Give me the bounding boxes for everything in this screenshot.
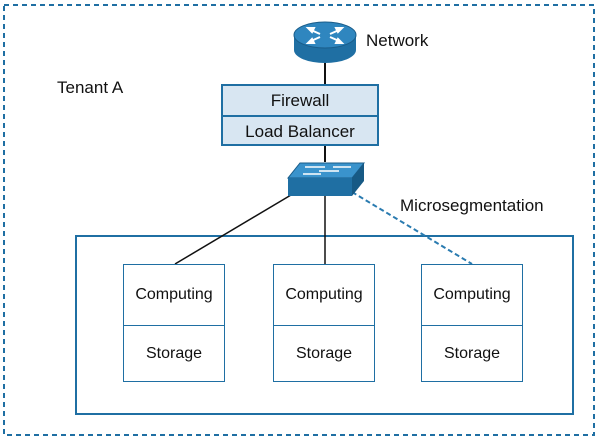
- computing-label: Computing: [135, 286, 213, 303]
- security-stack: Firewall Load Balancer: [221, 84, 379, 146]
- storage-label: Storage: [124, 325, 224, 382]
- switch-icon: [286, 162, 366, 196]
- router-icon: [293, 21, 357, 63]
- computing-label: Computing: [433, 286, 511, 303]
- network-label: Network: [366, 31, 429, 50]
- load-balancer-label: Load Balancer: [223, 115, 377, 146]
- switch-to-node1-link: [174, 194, 292, 265]
- firewall-label: Firewall: [270, 90, 330, 110]
- storage-label: Storage: [274, 325, 374, 382]
- tenant-boundary: [3, 4, 595, 436]
- compute-node-3: Computing Storage: [421, 264, 523, 382]
- switch-to-node3-microsegment-link: [351, 191, 473, 265]
- storage-label: Storage: [422, 325, 522, 382]
- compute-node-1: Computing Storage: [123, 264, 225, 382]
- computing-label: Computing: [285, 286, 363, 303]
- microsegmentation-label: Microsegmentation: [400, 196, 544, 215]
- compute-node-2: Computing Storage: [273, 264, 375, 382]
- tenant-label: Tenant A: [57, 78, 124, 97]
